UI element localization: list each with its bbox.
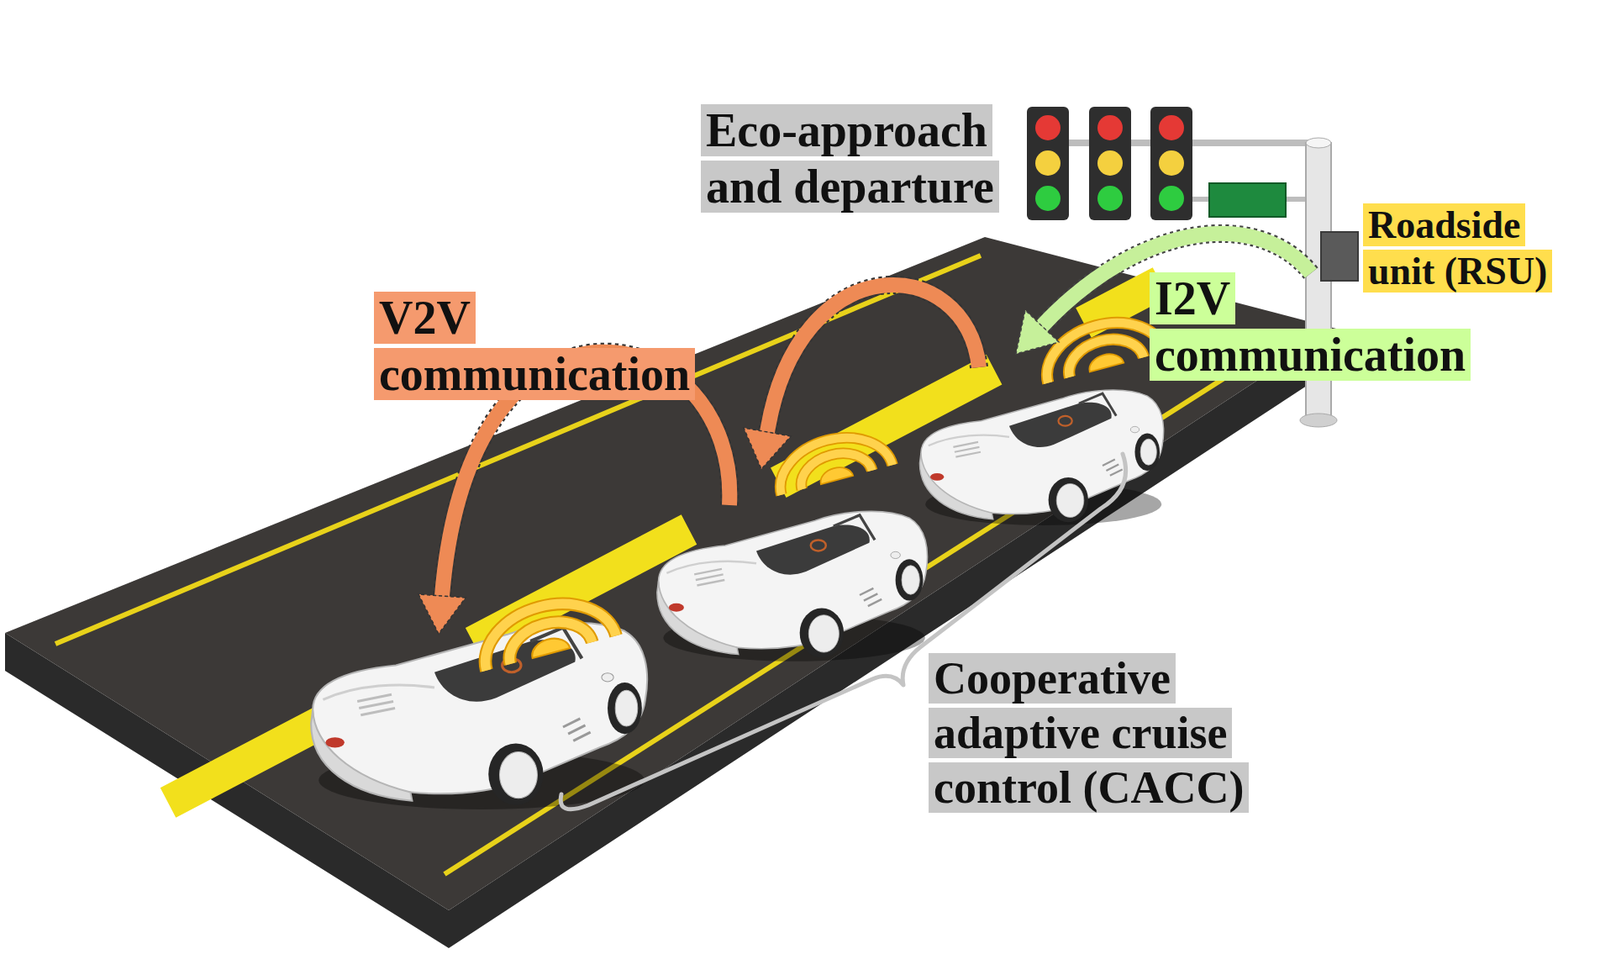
car bbox=[657, 510, 928, 661]
green-lamp bbox=[1158, 185, 1185, 211]
v2v-label-box: V2V communication bbox=[373, 289, 736, 403]
car-symbol bbox=[310, 622, 648, 810]
label-text: V2V communication bbox=[373, 291, 695, 400]
v2v-arrowhead bbox=[743, 427, 791, 469]
cacc-label-box: Cooperative adaptive cruise control (CAC… bbox=[928, 651, 1290, 815]
eco-label-box: Eco-approach and departure bbox=[700, 102, 1029, 216]
green-lamp bbox=[1097, 185, 1123, 211]
yellow-lamp bbox=[1035, 150, 1061, 176]
label-text: Eco-approach and departure bbox=[700, 104, 1000, 213]
car-symbol bbox=[657, 510, 928, 661]
i2v-arrowhead bbox=[1015, 310, 1059, 354]
rsu-label-box: Roadside unit (RSU) bbox=[1363, 201, 1574, 295]
car bbox=[310, 622, 648, 810]
green-lamp bbox=[1035, 185, 1061, 211]
signal-head bbox=[1026, 106, 1069, 221]
yellow-lamp bbox=[1097, 150, 1123, 176]
i2v-label-box: I2V communication bbox=[1149, 270, 1511, 384]
yellow-lamp bbox=[1158, 150, 1185, 176]
pole-cap bbox=[1305, 137, 1332, 148]
v2v-arrowhead bbox=[418, 594, 466, 634]
label-text: I2V communication bbox=[1149, 272, 1471, 381]
traffic-light bbox=[1089, 106, 1132, 221]
road-surface bbox=[5, 236, 1337, 911]
red-lamp bbox=[1097, 115, 1123, 141]
label-text: Cooperative adaptive cruise control (CAC… bbox=[928, 652, 1249, 813]
v2v-arrow bbox=[767, 284, 979, 432]
car-symbol bbox=[919, 389, 1164, 526]
red-lamp bbox=[1158, 115, 1185, 141]
v2v-arrow-outline bbox=[767, 284, 979, 432]
wireless-signal bbox=[473, 589, 616, 671]
roadside-unit-box bbox=[1321, 231, 1358, 281]
label-text: Roadside unit (RSU) bbox=[1363, 203, 1553, 293]
street-sign bbox=[1209, 183, 1286, 217]
pole-base bbox=[1300, 413, 1337, 427]
traffic-light bbox=[1026, 106, 1069, 221]
car bbox=[919, 389, 1164, 526]
traffic-light bbox=[1150, 106, 1193, 221]
wireless-signal-symbol bbox=[473, 589, 616, 671]
signal-head bbox=[1150, 106, 1193, 221]
red-lamp bbox=[1035, 115, 1061, 141]
signal-head bbox=[1089, 106, 1132, 221]
